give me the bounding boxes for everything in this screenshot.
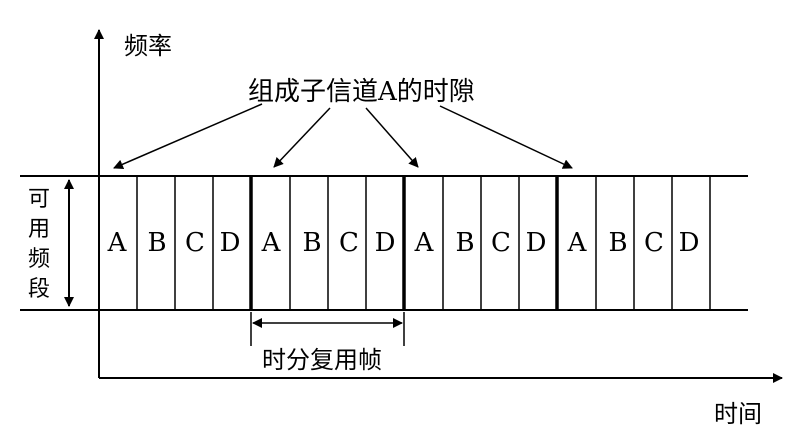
slot-label-a: A xyxy=(414,228,435,258)
slot-label-b: B xyxy=(608,228,627,258)
slot-label-c: C xyxy=(339,228,359,258)
slot-dividers xyxy=(136,176,711,310)
slot-label-d: D xyxy=(679,228,700,258)
slot-label-a: A xyxy=(261,228,282,258)
subchannel-a-arrow xyxy=(439,105,573,169)
x-axis-label: 时间 xyxy=(714,400,762,428)
band-label-char-2: 用 xyxy=(28,217,50,242)
band-label-char-4: 段 xyxy=(28,277,50,302)
slot-label-b: B xyxy=(455,228,474,258)
band-label-char-3: 频 xyxy=(28,247,50,272)
slot-label-c: C xyxy=(185,228,205,258)
subchannel-a-arrow xyxy=(113,103,263,170)
subchannel-a-arrows xyxy=(113,103,573,170)
slot-label-b: B xyxy=(302,228,321,258)
y-axis-label: 频率 xyxy=(124,32,172,60)
slot-label-a: A xyxy=(107,228,128,258)
slot-label-d: D xyxy=(375,228,396,258)
slot-labels: A B C D A B C D A B C D A B C D xyxy=(107,228,700,258)
tdm-frame-label: 时分复用帧 xyxy=(262,346,382,374)
subchannel-a-label: 组成子信道A的时隙 xyxy=(248,77,475,107)
slot-label-c: C xyxy=(644,228,664,258)
band-label-char-1: 可 xyxy=(28,187,50,212)
subchannel-a-arrow xyxy=(365,107,419,168)
subchannel-a-arrow xyxy=(273,107,331,168)
slot-label-a: A xyxy=(567,228,588,258)
slot-label-c: C xyxy=(491,228,511,258)
slot-label-d: D xyxy=(526,228,547,258)
slot-label-b: B xyxy=(147,228,166,258)
slot-label-d: D xyxy=(220,228,241,258)
